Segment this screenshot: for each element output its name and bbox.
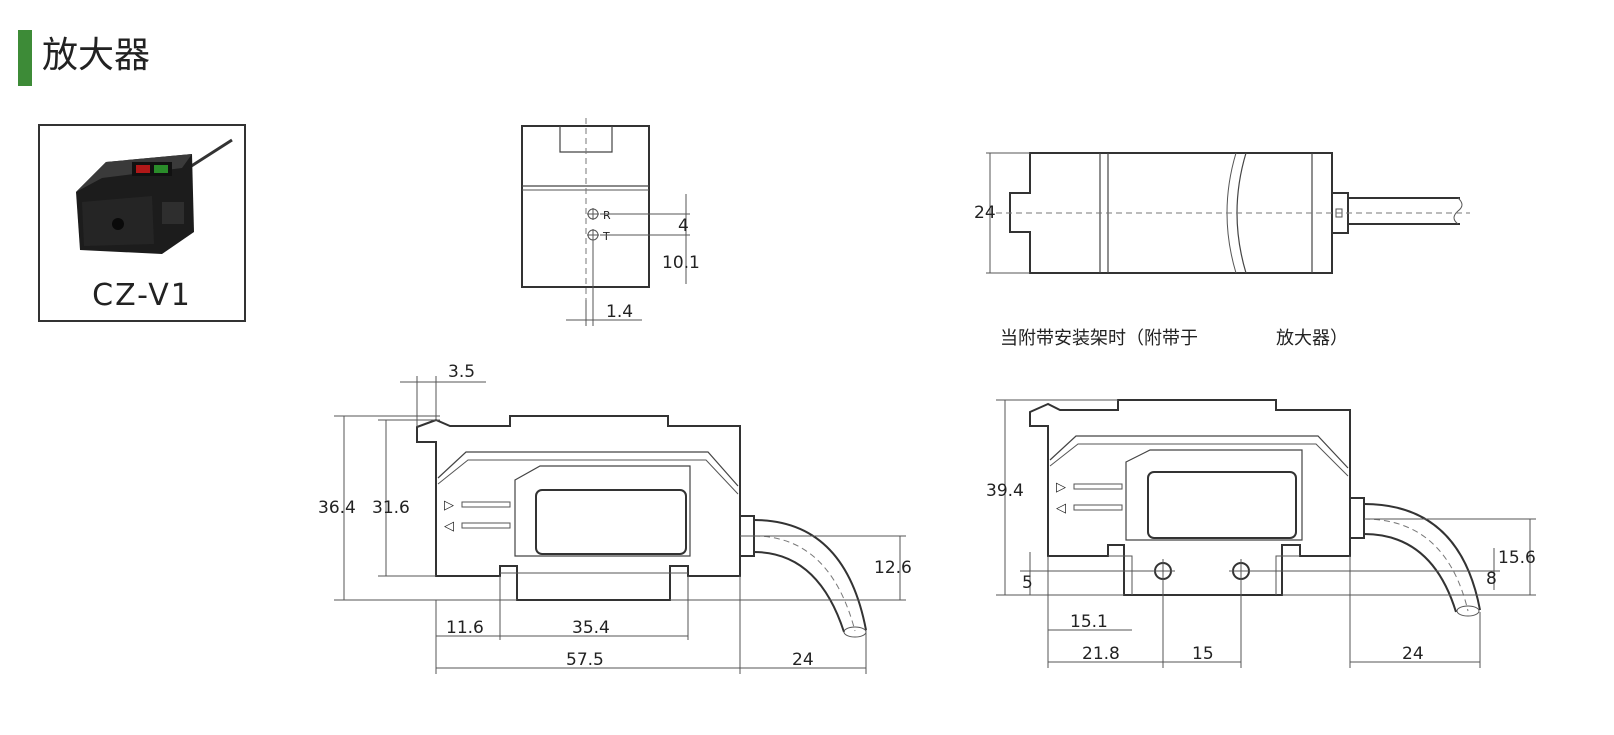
dim-side-31-6: 31.6: [372, 498, 410, 518]
bracket-view: 当附带安装架时（附带于 放大器） ▷ ◁ 39.4 5 15.6: [986, 328, 1536, 668]
dim-bracket-5: 5: [1022, 573, 1033, 593]
dim-bracket-15-6: 15.6: [1498, 548, 1536, 568]
amplifier-photo: [76, 138, 233, 254]
dim-bracket-8: 8: [1486, 569, 1497, 589]
page-title: 放大器: [42, 35, 151, 76]
dim-front-10-1: 10.1: [662, 253, 700, 273]
bracket-caption-right: 放大器）: [1276, 328, 1348, 349]
side-view: ▷ ◁ 3.5 36.4 31.6 12.6 11.6 35.4: [318, 362, 912, 674]
product-model-label: CZ-V1: [92, 278, 192, 313]
dim-side-35-4: 35.4: [572, 618, 610, 638]
product-card: CZ-V1: [38, 124, 246, 322]
dim-bracket-39-4: 39.4: [986, 481, 1024, 501]
indicator-r-label: R: [603, 209, 611, 222]
front-view: R T 4 10.1 1.4: [521, 118, 700, 326]
bracket-caption-left: 当附带安装架时（附带于: [1000, 328, 1198, 349]
dim-side-36-4: 36.4: [318, 498, 356, 518]
dim-front-4: 4: [678, 216, 689, 236]
top-view: 24: [974, 152, 1470, 274]
dim-side-57-5: 57.5: [566, 650, 604, 670]
dim-bracket-15-1: 15.1: [1070, 612, 1108, 632]
dim-front-1-4: 1.4: [606, 302, 633, 322]
dim-top-24: 24: [974, 203, 996, 223]
dim-bracket-15: 15: [1192, 644, 1214, 664]
bracket-marker-right-arrow: ▷: [1056, 480, 1066, 495]
bracket-marker-left-arrow: ◁: [1056, 501, 1066, 516]
dim-bracket-24: 24: [1402, 644, 1424, 664]
dim-side-12-6: 12.6: [874, 558, 912, 578]
dim-side-3-5: 3.5: [448, 362, 475, 382]
indicator-t-label: T: [602, 230, 610, 243]
dim-side-24: 24: [792, 650, 814, 670]
dim-bracket-21-8: 21.8: [1082, 644, 1120, 664]
title-accent-bar: [18, 30, 32, 86]
marker-left-arrow: ◁: [444, 519, 454, 534]
dim-side-11-6: 11.6: [446, 618, 484, 638]
marker-right-arrow: ▷: [444, 498, 454, 513]
